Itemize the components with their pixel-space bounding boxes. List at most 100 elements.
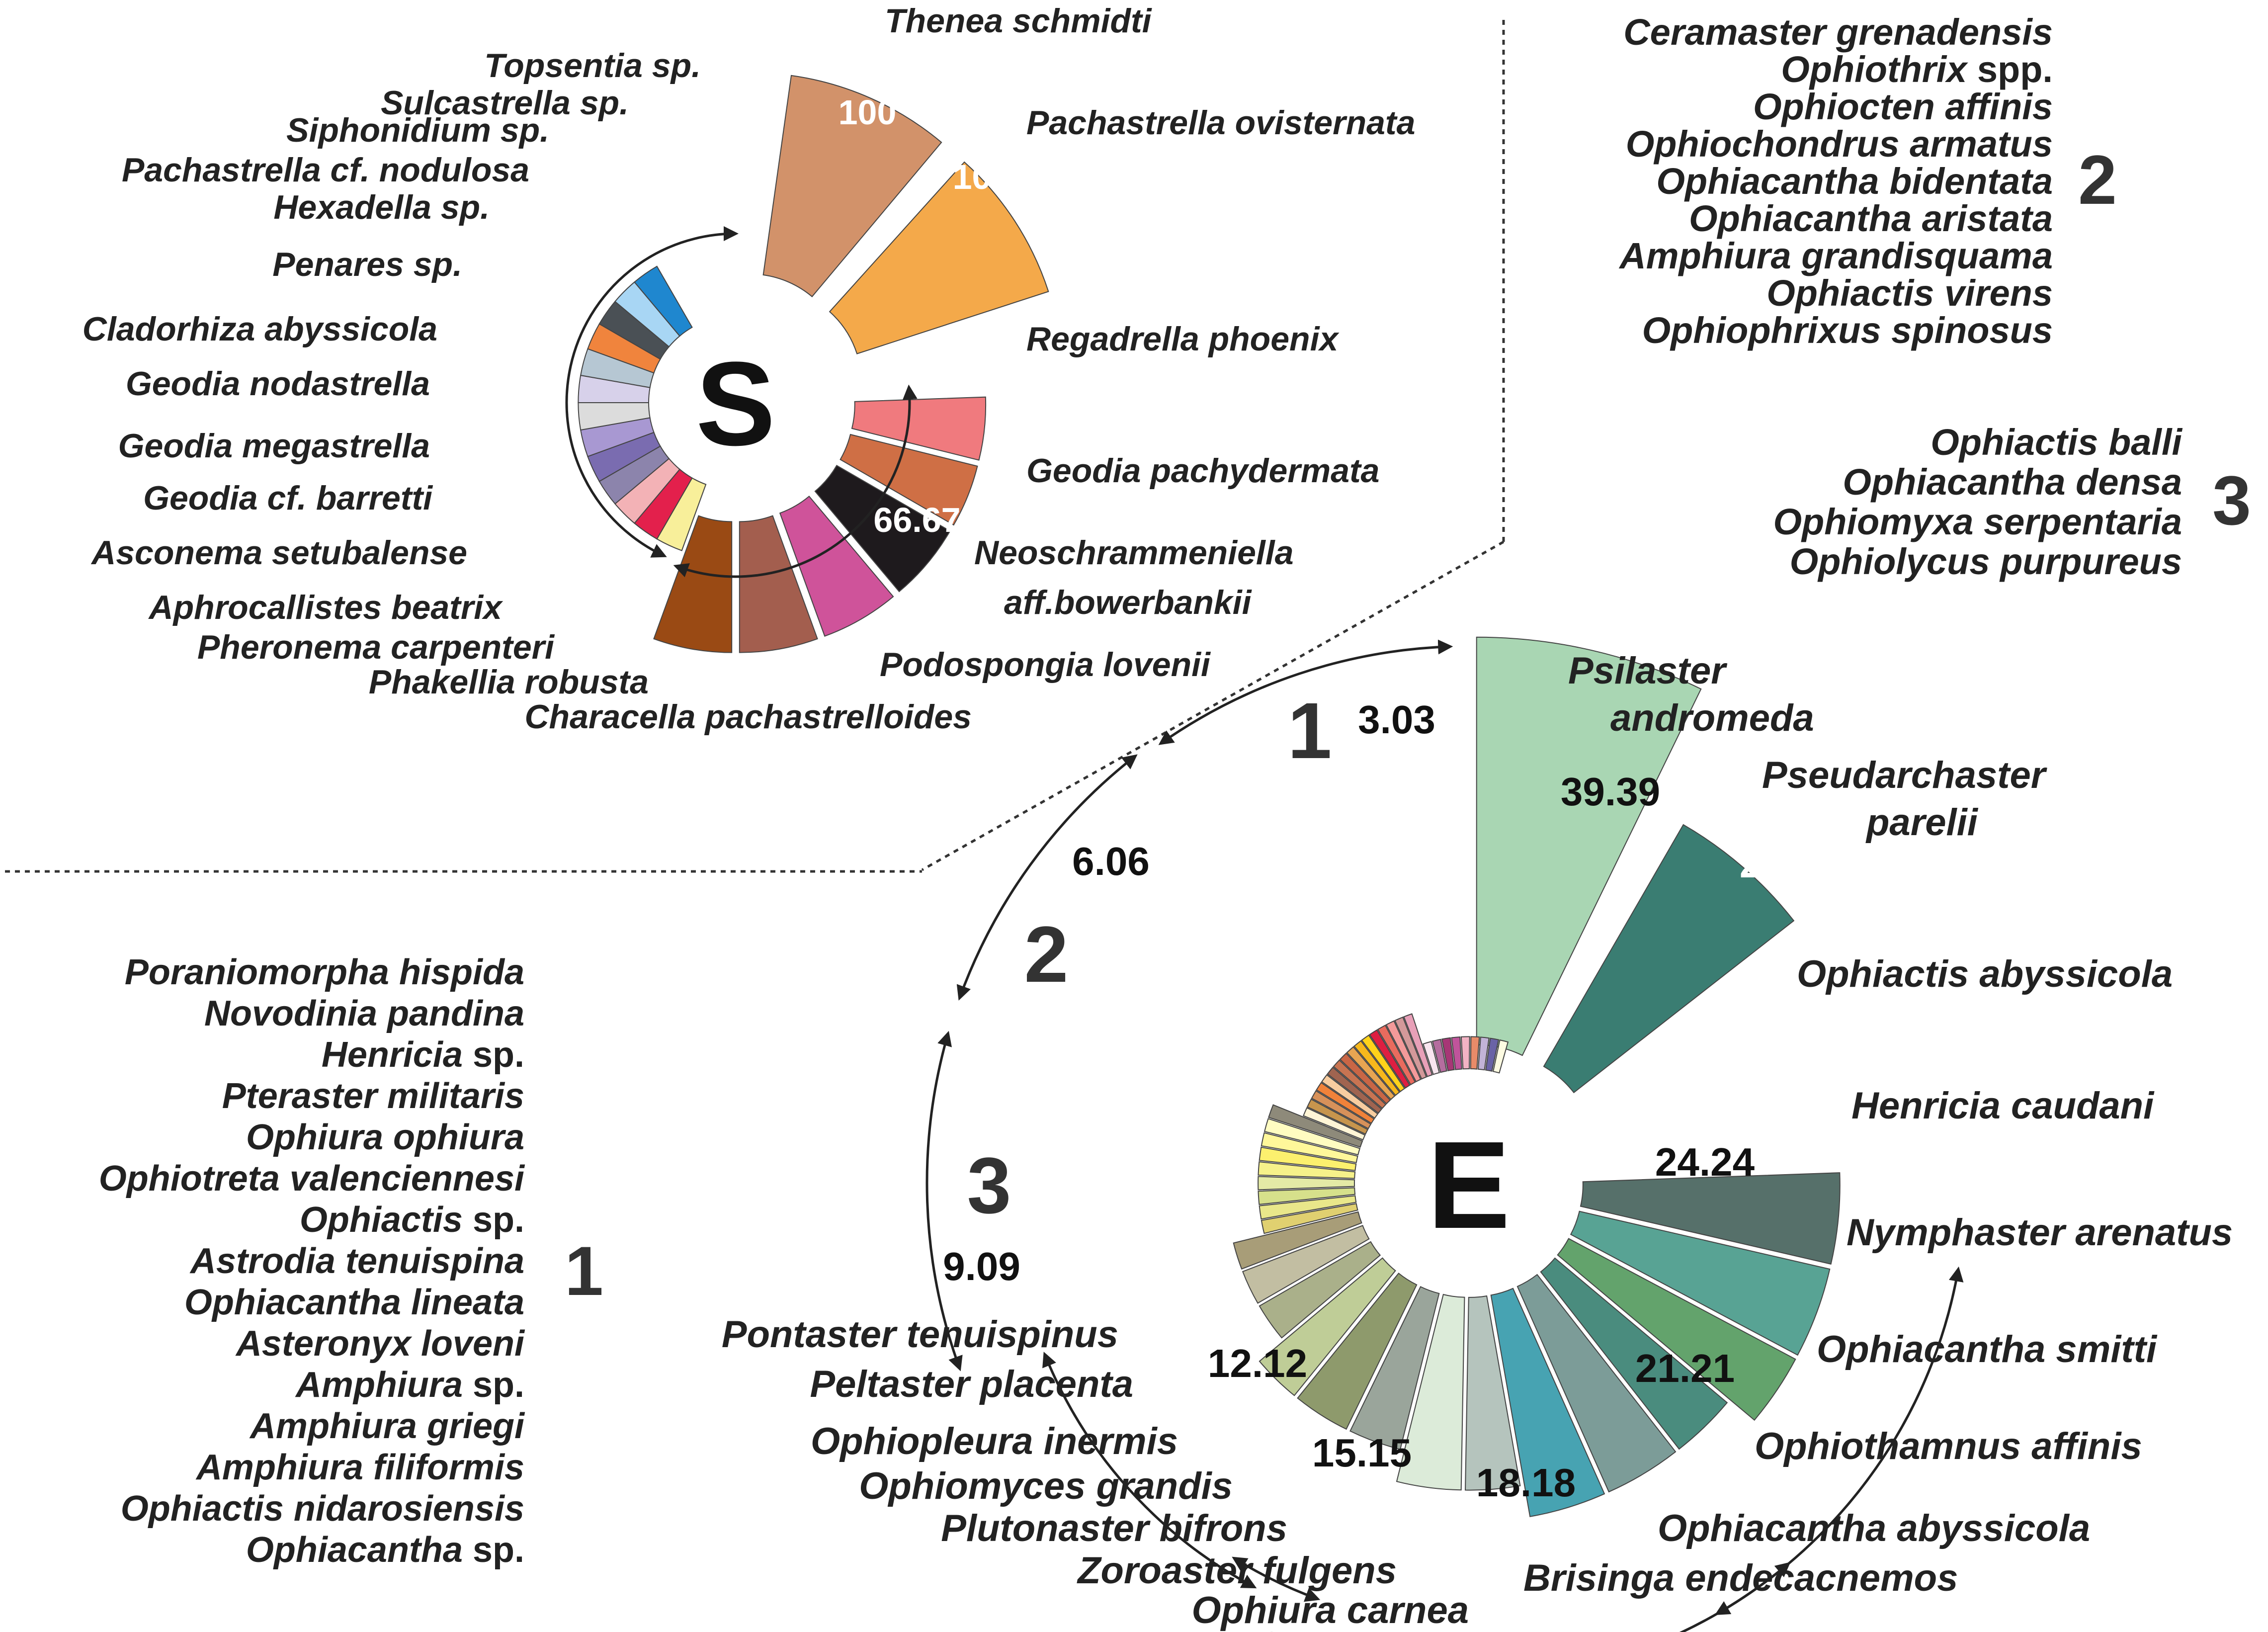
list-item-ophiactis-balli: Ophiactis balli	[1931, 422, 2183, 463]
slice-small-group-1	[1492, 1039, 1509, 1074]
value-label: 24.24	[1655, 1140, 1755, 1184]
slice-small-group-2	[1303, 1107, 1366, 1141]
species-label-podospongia-lovenii: Podospongia lovenii	[880, 646, 1211, 684]
slice-peltaster-placenta	[1242, 1225, 1370, 1304]
slice-plutonaster-bifrons	[1297, 1272, 1418, 1430]
group-arc	[565, 226, 739, 558]
slice-small-group-2	[1311, 1090, 1372, 1129]
slice-small-group-1	[1423, 1041, 1440, 1075]
slice-small-group-1	[1460, 1036, 1470, 1070]
value-label: 12.12	[1208, 1341, 1307, 1385]
slice-ophiactis-abyssicola	[1580, 1172, 1841, 1265]
slice-small-group-3	[1258, 1161, 1356, 1179]
value-label: 21.21	[1635, 1346, 1735, 1390]
list-item-ophiacantha-aristata: Ophiacantha aristata	[1689, 198, 2053, 239]
species-label-ophiopleura-inermis: Ophiopleura inermis	[811, 1420, 1178, 1462]
species-label-pheronema-carpenteri: Pheronema carpenteri	[197, 628, 555, 666]
species-label-ophiactis-abyssicola: Ophiactis abyssicola	[1797, 953, 2173, 995]
group-number: 2	[1024, 910, 1069, 999]
species-label-plutonaster-bifrons: Plutonaster bifrons	[941, 1507, 1287, 1549]
slice-pachastrella-ovisternata	[829, 161, 1049, 354]
group-arc	[956, 754, 1138, 1001]
value-label: 27.27	[1740, 842, 1839, 886]
list-item-ophiactis-nidarosiensis: Ophiactis nidarosiensis	[121, 1489, 524, 1529]
slice-small-group-2	[1346, 1046, 1396, 1101]
species-label-regadrella-phoenix: Regadrella phoenix	[1026, 320, 1340, 358]
species-label-pachastrella-ovisternata: Pachastrella ovisternata	[1026, 104, 1415, 142]
list-item-novodinia-pandina: Novodinia pandina	[204, 994, 524, 1033]
species-label-hexadella-sp: Hexadella sp.	[273, 188, 490, 226]
species-label-ophiura-carnea: Ophiura carnea	[1191, 1589, 1469, 1632]
list-item-ophiomyxa-serpentaria: Ophiomyxa serpentaria	[1773, 501, 2182, 542]
sponge-pie-chart: S 100 100 66.67 33.33 Thenea schmidtiPachastr…	[83, 2, 1416, 736]
slice-small-group-2	[1327, 1066, 1383, 1114]
group-number: 3	[967, 1141, 1011, 1230]
slice-small-group-2	[1385, 1020, 1422, 1083]
list-item-ophiacantha-densa: Ophiacantha densa	[1843, 461, 2182, 503]
slice-small-group-2	[1316, 1082, 1375, 1124]
species-label-geodia-pachydermata: Geodia pachydermata	[1026, 452, 1379, 490]
species-label-ophiacantha-abyssicola: Ophiacantha abyssicola	[1658, 1507, 2090, 1549]
value-label: 100	[839, 93, 897, 132]
slice-ophiacantha-abyssicola	[1490, 1288, 1605, 1517]
species-label-zoroaster-fulgens: Zoroaster fulgens	[1077, 1549, 1397, 1592]
slice-pontaster-tenuispinus	[1233, 1211, 1362, 1270]
value-label: 39.39	[1561, 770, 1660, 814]
list-item-amphiura-griegi: Amphiura griegi	[249, 1406, 525, 1446]
slice-small-group-1	[1470, 1036, 1480, 1070]
slice-small-group-2	[1306, 1098, 1369, 1135]
group-arc	[1158, 639, 1453, 745]
separator-diagonal	[921, 540, 1505, 871]
list-item-pteraster-militaris: Pteraster militaris	[222, 1076, 524, 1116]
list-item-poraniomorpha-hispida: Poraniomorpha hispida	[125, 952, 524, 992]
species-label-siphonidium-sp: Siphonidium sp.	[286, 111, 549, 149]
species-label-thenea-schmidti: Thenea schmidti	[885, 2, 1153, 40]
slice-small-group-2	[1353, 1040, 1401, 1096]
value-label: 100	[953, 158, 1011, 196]
species-label-ophiothamnus-affinis: Ophiothamnus affinis	[1755, 1425, 2142, 1467]
slice-ophiopleura-inermis	[1259, 1241, 1381, 1339]
species-label-topsentia-sp: Topsentia sp.	[484, 47, 701, 85]
slice-small-group-3	[1260, 1203, 1358, 1234]
slice-small-group-1	[1485, 1037, 1500, 1072]
list-item-ophiacantha-bidentata: Ophiacantha bidentata	[1656, 161, 2053, 202]
slice-small-group-2	[1321, 1074, 1379, 1119]
species-label-peltaster-placenta: Peltaster placenta	[810, 1363, 1133, 1405]
slice-small-group-1	[1477, 1036, 1490, 1071]
value-label: 3.03	[1358, 697, 1435, 742]
group-1-number: 1	[565, 1232, 603, 1310]
slice-small-group-3	[1263, 1118, 1361, 1156]
value-label: 33.33	[473, 361, 560, 400]
slice-ophiomyces-grandis	[1259, 1257, 1396, 1396]
species-label-brisinga-endecacnemos: Brisinga endecacnemos	[1523, 1557, 1958, 1599]
list-item-amphiura-sp: Amphiura sp.	[295, 1365, 524, 1405]
slice-small-group-3	[1268, 1104, 1363, 1148]
value-label: 6.06	[1072, 839, 1150, 883]
slice-small-group-2	[1339, 1052, 1391, 1105]
group-2-number: 2	[2078, 141, 2117, 219]
echinoderm-pie-chart: E39.3927.2724.2421.2118.1815.1512.129.09…	[722, 636, 2233, 1632]
slice-pseudarchaster-parelii	[1543, 824, 1795, 1094]
slice-small-group-1	[1441, 1037, 1455, 1072]
value-label: 66.67	[873, 501, 960, 539]
slice-small-group-2	[1361, 1034, 1406, 1093]
center-label: S	[696, 337, 775, 470]
list-item-henricia-sp: Henricia sp.	[322, 1035, 524, 1075]
species-label-characella-pachastrelloides: Characella pachastrelloides	[524, 698, 972, 736]
species-label-nymphaster-arenatus: Nymphaster arenatus	[1847, 1211, 2233, 1254]
value-label: 9.09	[943, 1244, 1020, 1288]
list-item-amphiura-grandisquama: Amphiura grandisquama	[1618, 235, 2053, 276]
slice-small-group-2	[1394, 1016, 1427, 1080]
value-label: 18.18	[1476, 1460, 1576, 1505]
slice-ophiothamnus-affinis	[1516, 1274, 1677, 1493]
list-item-ophiocten-affinis: Ophiocten affinis	[1753, 86, 2053, 127]
species-label-penares-sp: Penares sp.	[272, 246, 462, 283]
list-item-asteronyx-loveni: Asteronyx loveni	[235, 1324, 525, 1364]
list-item-ophiacantha-lineata: Ophiacantha lineata	[184, 1283, 524, 1322]
slice-small-group-3	[1260, 1132, 1358, 1163]
